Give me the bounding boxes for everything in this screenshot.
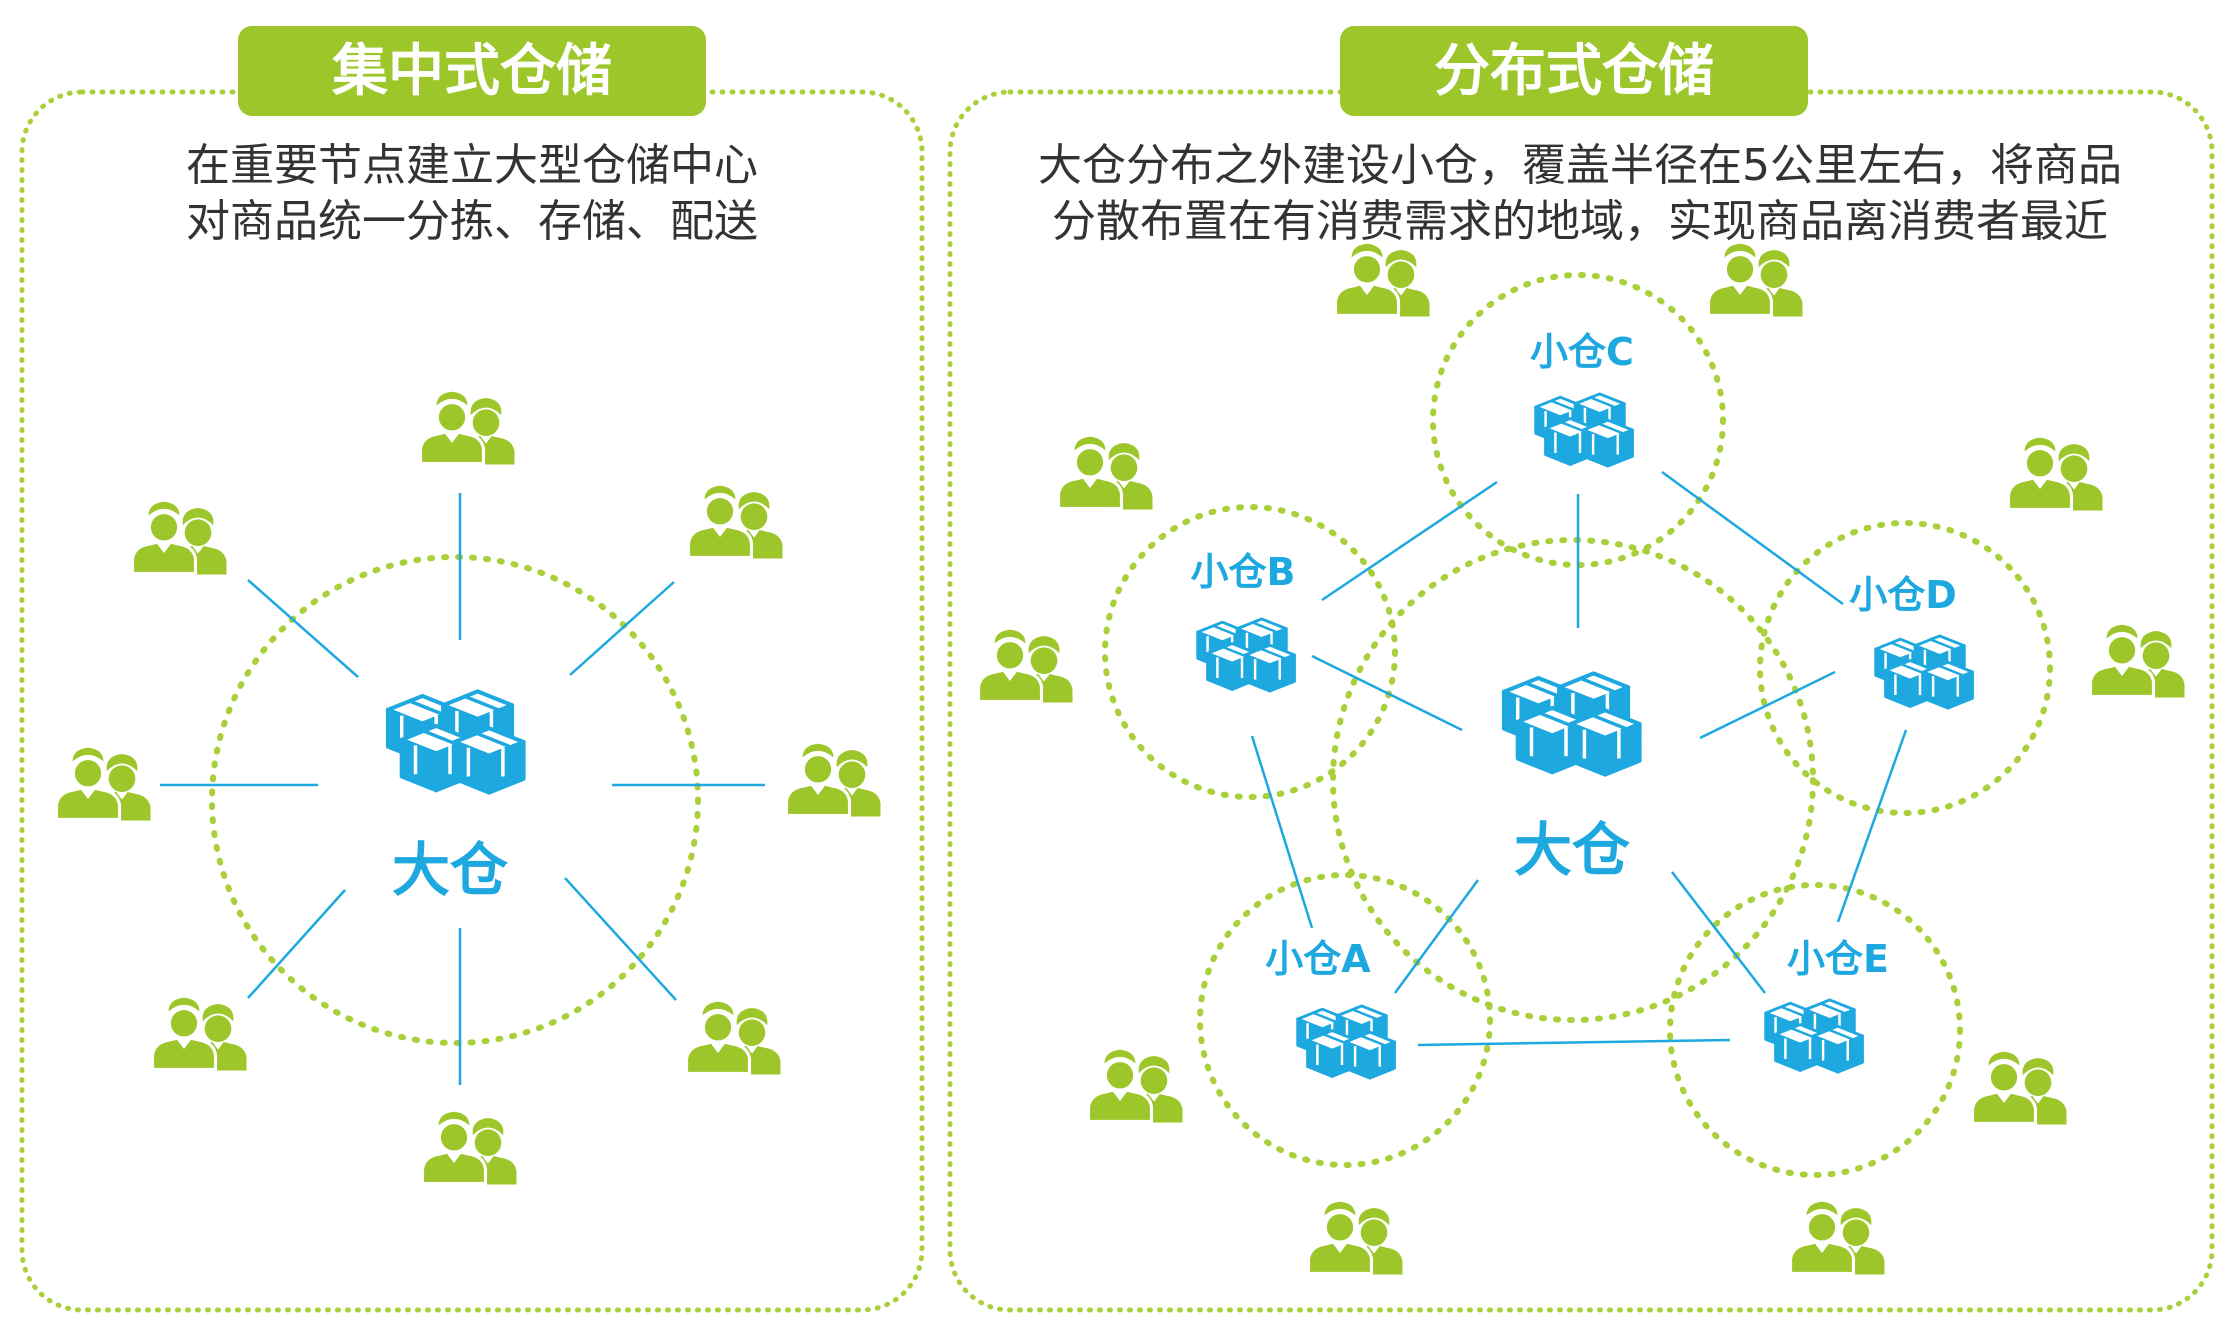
hub-coverage-circle [1330, 537, 1816, 1023]
node-a-label: 小仓A [1265, 937, 1371, 981]
node-b: 小仓B [1191, 550, 1296, 691]
node-c: 小仓C [1530, 330, 1634, 466]
right-desc-line2: 分散布置在有消费需求的地域，实现商品离消费者最近 [1052, 196, 2108, 247]
node-c-label: 小仓C [1530, 330, 1634, 374]
link-hub-d [1699, 670, 1836, 740]
node-b-label: 小仓B [1191, 550, 1296, 594]
distributed-hub: 大仓 [1504, 673, 1640, 884]
people-icon [1791, 1200, 1885, 1275]
right-panel-title: 分布式仓储 [1434, 39, 1714, 104]
warehouse-boxes-icon [388, 691, 524, 792]
link-hub-b [1311, 654, 1463, 732]
node-a-coverage-circle [1197, 872, 1493, 1168]
warehouse-boxes-icon [1766, 1000, 1863, 1072]
left-panel-title: 集中式仓储 [331, 39, 612, 104]
people-icon [423, 1110, 517, 1185]
warehouse-boxes-icon [1298, 1006, 1395, 1078]
node-d: 小仓D [1849, 573, 1972, 708]
right-hub-label: 大仓 [1514, 816, 1631, 884]
spoke-ne [569, 581, 675, 676]
right-desc-line1: 大仓分布之外建设小仓，覆盖半径在5公里左右，将商品 [1038, 140, 2122, 191]
spoke-nw [247, 579, 359, 678]
right-panel: 分布式仓储 大仓分布之外建设小仓，覆盖半径在5公里左右，将商品 分散布置在有消费… [947, 26, 2215, 1313]
left-spokes [160, 493, 765, 1085]
people-icon [687, 1000, 781, 1075]
warehouse-boxes-icon [1876, 636, 1973, 708]
people-icon [689, 484, 783, 559]
people-icon [1336, 242, 1430, 317]
left-hub-label: 大仓 [392, 836, 509, 904]
left-consumers [57, 390, 881, 1185]
people-icon [1309, 1200, 1403, 1275]
people-icon [2091, 623, 2185, 698]
left-desc-line1: 在重要节点建立大型仓储中心 [186, 140, 758, 191]
warehouse-boxes-icon [1198, 619, 1295, 691]
people-icon [1709, 242, 1803, 317]
right-title-badge [1340, 26, 1808, 116]
left-panel: 集中式仓储 在重要节点建立大型仓储中心 对商品统一分拣、存储、配送 大仓 [19, 26, 925, 1313]
people-icon [153, 996, 247, 1071]
people-icon [787, 742, 881, 817]
people-icon [421, 390, 515, 465]
node-a: 小仓A [1265, 937, 1394, 1078]
left-desc-line2: 对商品统一分拣、存储、配送 [186, 196, 758, 247]
people-icon [1059, 435, 1153, 510]
link-b-c [1321, 480, 1498, 602]
people-icon [1089, 1048, 1183, 1123]
node-e-coverage-circle [1667, 882, 1963, 1178]
link-hub-a [1393, 879, 1480, 994]
network-links [1250, 470, 1908, 1047]
spoke-sw [247, 889, 346, 999]
warehouse-boxes-icon [1504, 673, 1640, 774]
link-c-d [1661, 470, 1844, 606]
node-d-coverage-circle [1757, 520, 2053, 816]
people-icon [979, 628, 1073, 703]
node-b-coverage-circle [1102, 504, 1398, 800]
people-icon [57, 746, 151, 821]
link-hub-e [1671, 871, 1766, 994]
spoke-se [564, 877, 677, 1001]
left-hub: 大仓 [388, 691, 524, 904]
link-d-e [1836, 729, 1908, 923]
link-a-e [1417, 1038, 1731, 1047]
people-icon [133, 500, 227, 575]
node-d-label: 小仓D [1849, 573, 1957, 617]
left-coverage-circle [209, 554, 701, 1046]
people-icon [1973, 1050, 2067, 1125]
node-e: 小仓E [1766, 937, 1889, 1072]
warehouse-boxes-icon [1536, 394, 1633, 466]
link-b-a [1250, 735, 1314, 929]
node-e-label: 小仓E [1787, 937, 1889, 981]
left-title-badge [238, 26, 706, 116]
people-icon [2009, 436, 2103, 511]
